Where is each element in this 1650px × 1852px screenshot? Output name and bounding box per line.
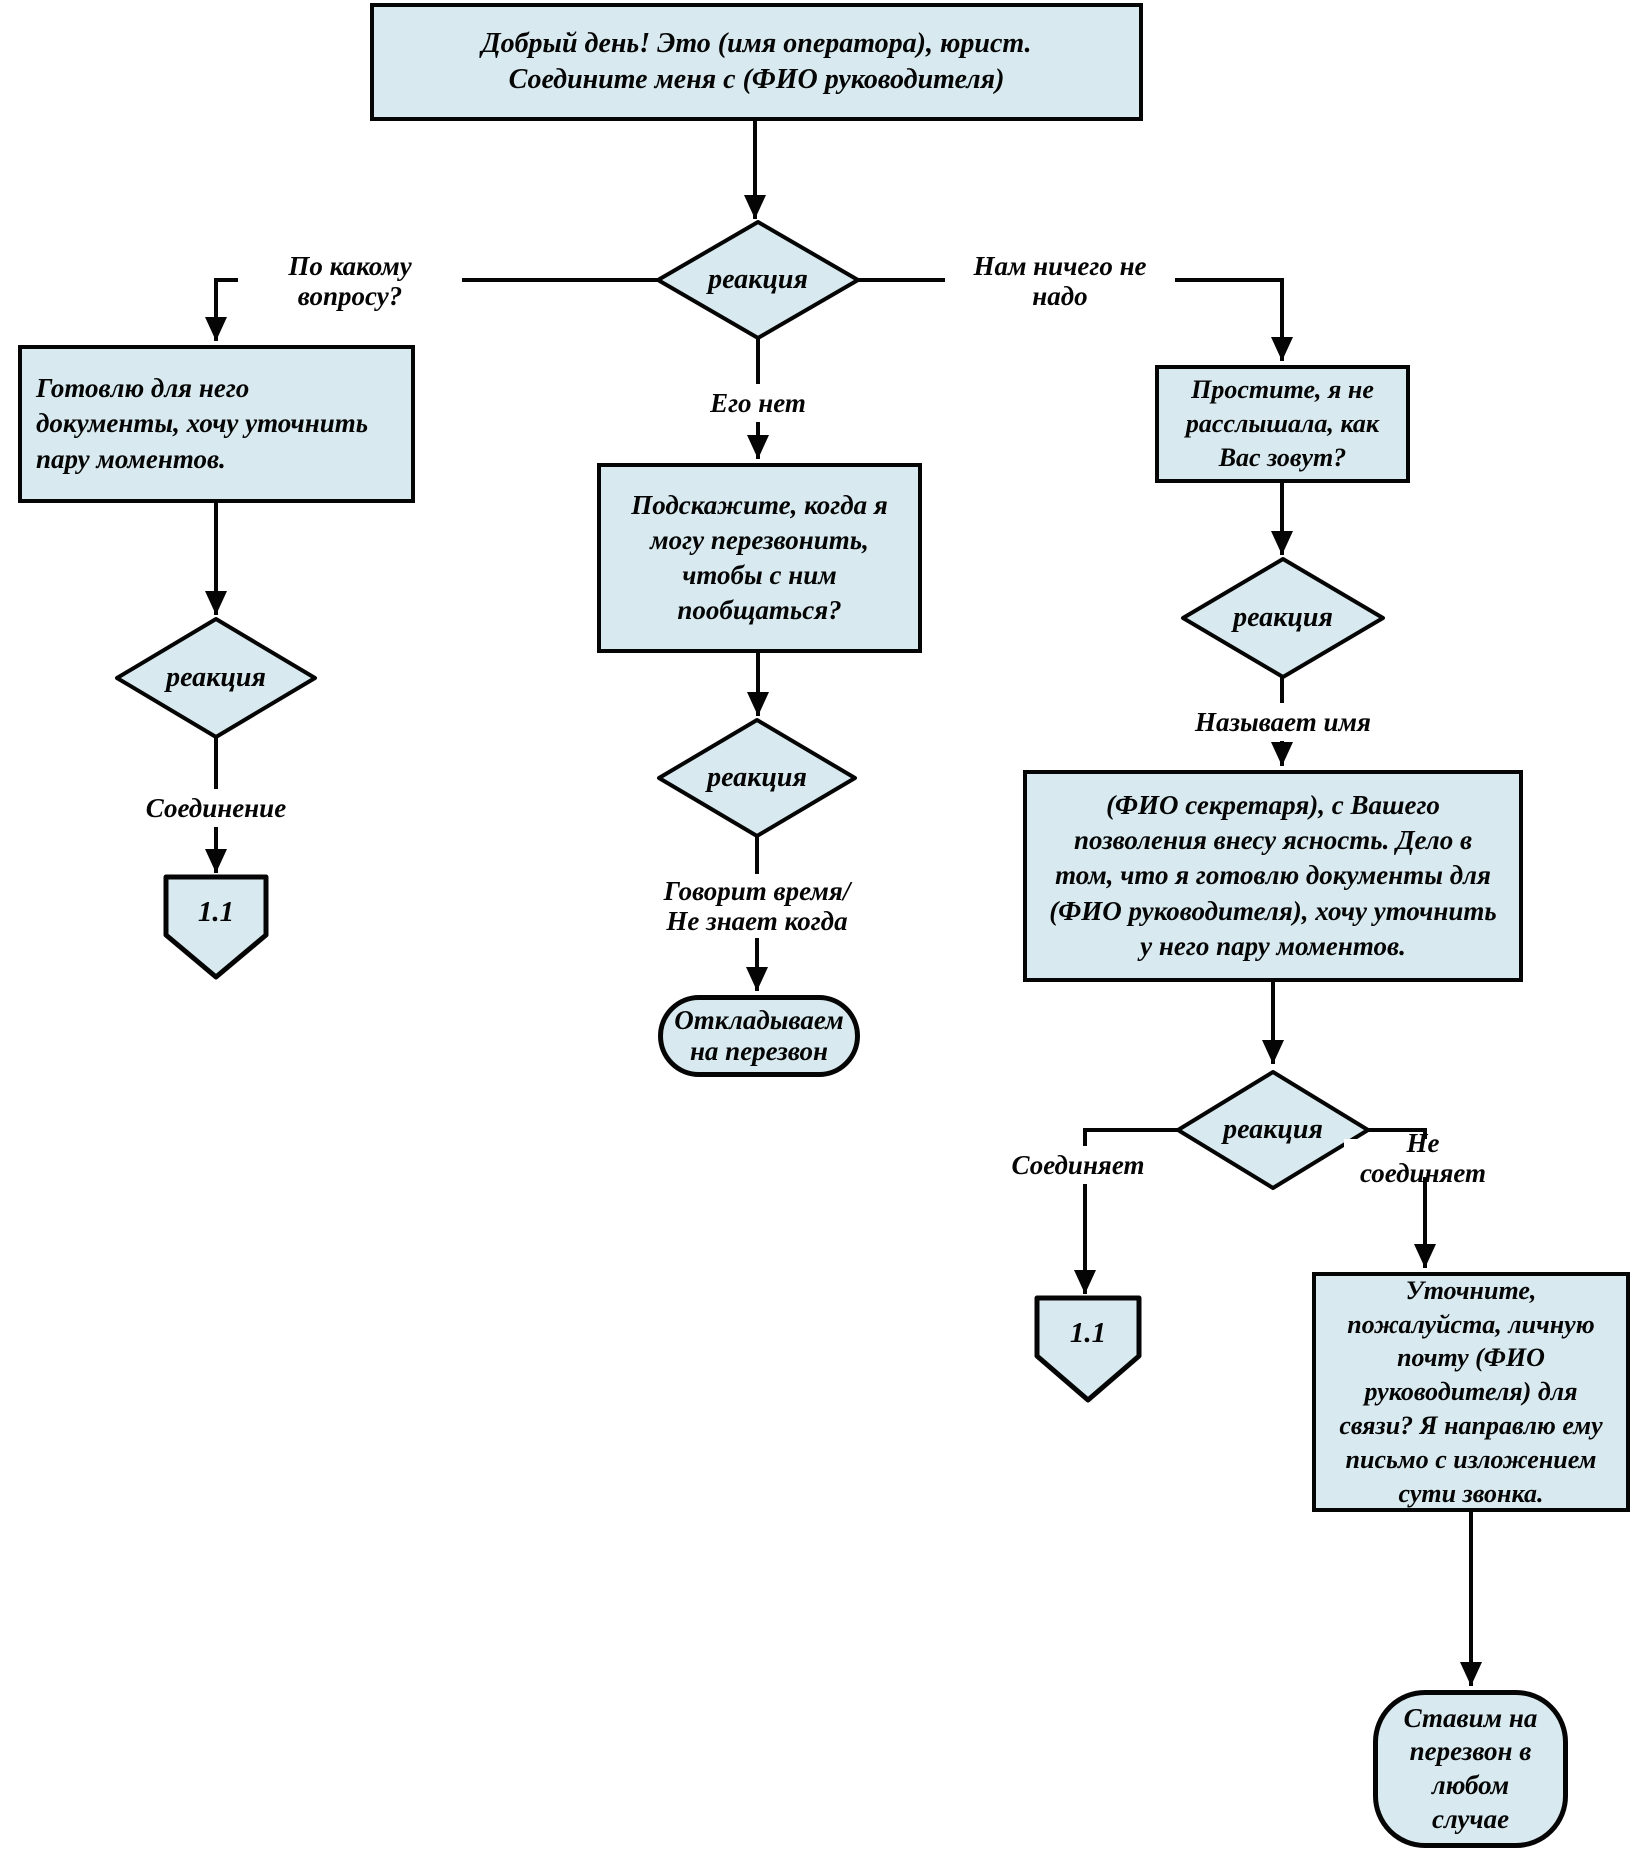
ask-email-node: Уточните, пожалуйста, личную почту (ФИО … <box>1312 1272 1630 1512</box>
your-name-node: Простите, я не расслышала, как Вас зовут… <box>1155 365 1410 483</box>
decision2-diamond <box>115 617 317 739</box>
edge-label-nothing-needed: Нам ничего не надо <box>945 251 1175 311</box>
edge-label-connection: Соединение <box>133 789 299 827</box>
edge-decision5-to-connector2 <box>1074 1128 1178 1294</box>
postpone-terminal: Откладываем на перезвон <box>658 995 860 1077</box>
edge-label-gives-name: Называет имя <box>1186 703 1380 741</box>
edge-label-what-question: По какому вопросу? <box>238 251 462 311</box>
decision1-diamond <box>656 220 860 340</box>
doc-prepare-node: Готовлю для него документы, хочу уточнит… <box>18 345 415 503</box>
edge-label-not-connects: Не соединяет <box>1344 1128 1502 1188</box>
clarify-node: (ФИО секретаря), с Вашего позволения вне… <box>1023 770 1523 982</box>
edge-decision5-to-ask-email <box>1368 1128 1436 1268</box>
edge-label-connects: Соединяет <box>1012 1146 1144 1184</box>
decision4-diamond <box>1181 557 1385 679</box>
edge-label-he-absent: Его нет <box>703 384 813 422</box>
start-node: Добрый день! Это (имя оператора), юрист.… <box>370 3 1143 121</box>
decision5-diamond <box>1176 1070 1370 1190</box>
decision3-diamond <box>657 718 857 838</box>
when-callback-node: Подскажите, когда я могу перезвонить, чт… <box>597 463 922 653</box>
edge-decision1-to-doc-prepare <box>205 278 662 341</box>
connector2-pentagon <box>1034 1295 1142 1403</box>
callback-any-terminal: Ставим на перезвон в любом случае <box>1373 1690 1568 1848</box>
edge-label-says-time: Говорит время/ Не знает когда <box>649 874 865 938</box>
connector1-pentagon <box>163 874 269 980</box>
